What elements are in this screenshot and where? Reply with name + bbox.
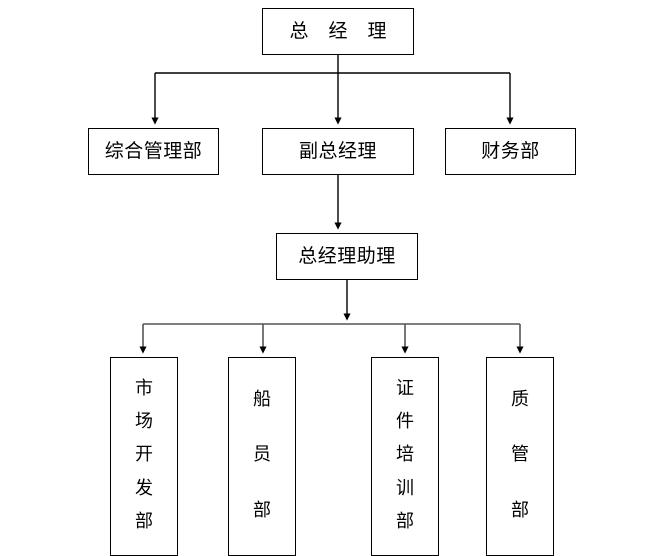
node-char: 部 — [135, 511, 153, 533]
node-admin-department[interactable]: 综合管理部 — [88, 128, 219, 175]
node-char: 培 — [396, 444, 414, 466]
node-char: 证 — [396, 377, 414, 399]
node-crew-department[interactable]: 船 员 部 — [228, 357, 296, 556]
node-general-manager-assistant[interactable]: 总经理助理 — [276, 233, 418, 280]
node-label-general-manager-assistant: 总经理助理 — [298, 245, 396, 267]
node-label-finance-department: 财务部 — [481, 140, 540, 162]
node-market-development-department[interactable]: 市 场 开 发 部 — [110, 357, 178, 556]
node-char: 船 — [253, 388, 271, 410]
node-char: 员 — [253, 444, 271, 466]
node-char: 部 — [511, 500, 529, 522]
node-general-manager[interactable]: 总 经 理 — [262, 8, 414, 55]
node-certificate-training-department[interactable]: 证 件 培 训 部 — [371, 357, 439, 556]
node-label-admin-department: 综合管理部 — [104, 140, 203, 162]
node-char: 发 — [135, 477, 153, 499]
node-char: 开 — [135, 444, 153, 466]
node-char: 部 — [253, 500, 271, 522]
node-deputy-general-manager[interactable]: 副总经理 — [262, 128, 414, 175]
node-char: 训 — [396, 477, 414, 499]
node-char: 市 — [135, 377, 153, 399]
node-finance-department[interactable]: 财务部 — [445, 128, 576, 175]
connector-assistant-to-level4 — [139, 280, 524, 354]
node-label-deputy-general-manager: 副总经理 — [298, 140, 377, 162]
connector-gm-to-level2 — [151, 55, 514, 125]
node-quality-management-department[interactable]: 质 管 部 — [486, 357, 554, 556]
node-char: 质 — [511, 388, 529, 410]
node-char: 部 — [396, 511, 414, 533]
node-char: 件 — [396, 411, 414, 433]
node-char: 管 — [511, 444, 529, 466]
node-label-general-manager: 总 经 理 — [289, 20, 394, 42]
node-char: 场 — [135, 411, 153, 433]
